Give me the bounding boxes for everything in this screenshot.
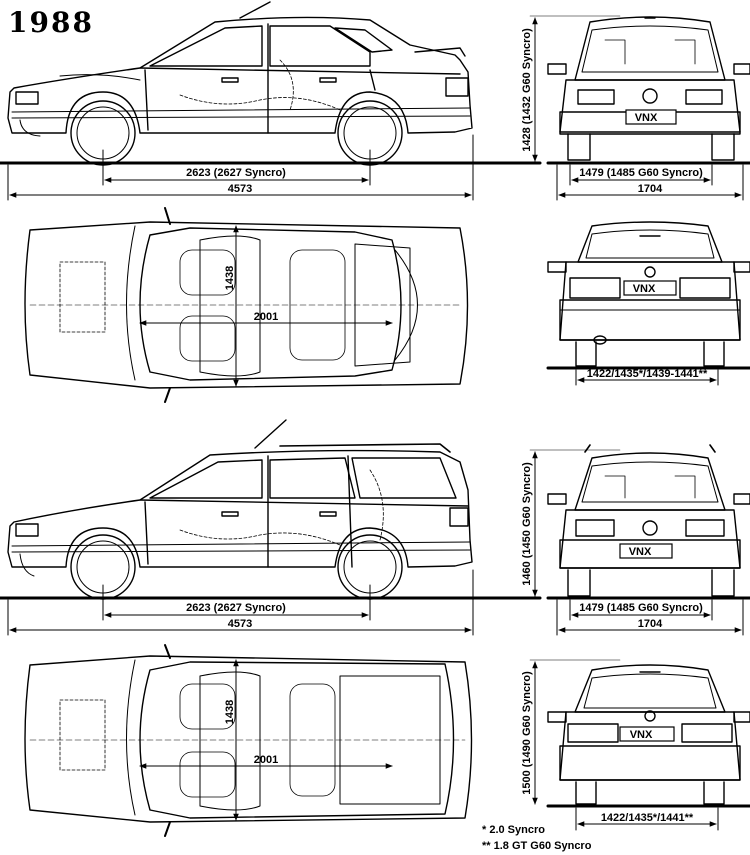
sedan-top-length-label: 2001 [254, 311, 278, 323]
wagon-top-dimensions [139, 659, 393, 821]
sedan-length-label: 4573 [228, 183, 252, 195]
sedan-front-view [546, 16, 750, 165]
wagon-front-dimensions [529, 449, 744, 636]
wagon-top-view [24, 644, 473, 837]
wagon-width-label: 1704 [638, 618, 663, 630]
sedan-top-view [24, 207, 469, 403]
sedan-height-label: 1428 (1432 G60 Syncro) [521, 28, 533, 152]
sedan-rear-track-label: 1422/1435*/1439-1441** [587, 368, 708, 380]
wagon-rear-dimensions [529, 659, 719, 831]
sedan-top-dimensions [139, 225, 393, 387]
wagon-wheelbase-label: 2623 (2627 Syncro) [186, 602, 286, 614]
wagon-side-dimensions [7, 569, 474, 636]
wagon-rear-view [546, 664, 750, 808]
wagon-rear-track-label: 1422/1435*/1441** [601, 812, 694, 824]
sedan-rear-view [546, 221, 750, 370]
year-title: 1988 [8, 6, 94, 39]
wagon-rear-height-label: 1500 (1490 G60 Syncro) [521, 671, 533, 795]
sedan-width-label: 1704 [638, 183, 663, 195]
wagon-side-view [0, 419, 542, 600]
sedan-front-track-label: 1479 (1485 G60 Syncro) [579, 167, 703, 179]
wagon-rear-plate: VNX [630, 729, 653, 741]
sedan-top-width-label: 1438 [224, 266, 236, 290]
wagon-top-width-label: 1438 [224, 700, 236, 724]
sedan-side-dimensions [7, 134, 474, 201]
wagon-length-label: 4573 [228, 618, 252, 630]
footnote-1: * 2.0 Syncro [482, 824, 545, 836]
sedan-side-view [0, 1, 542, 166]
plates: VNX VNX VNX VNX [619, 109, 677, 742]
wagon-front-track-label: 1479 (1485 G60 Syncro) [579, 602, 703, 614]
wagon-front-view [546, 444, 750, 600]
sedan-wheelbase-label: 2623 (2627 Syncro) [186, 167, 286, 179]
wagon-height-label: 1460 (1450 G60 Syncro) [521, 462, 533, 586]
sedan-rear-dimensions [575, 369, 719, 386]
sedan-front-plate: VNX [635, 112, 658, 124]
sedan-rear-plate: VNX [633, 283, 656, 295]
footnote-2: ** 1.8 GT G60 Syncro [482, 840, 592, 852]
wagon-top-length-label: 2001 [254, 754, 278, 766]
wagon-front-plate: VNX [629, 546, 652, 558]
sedan-front-dimensions [529, 15, 744, 201]
